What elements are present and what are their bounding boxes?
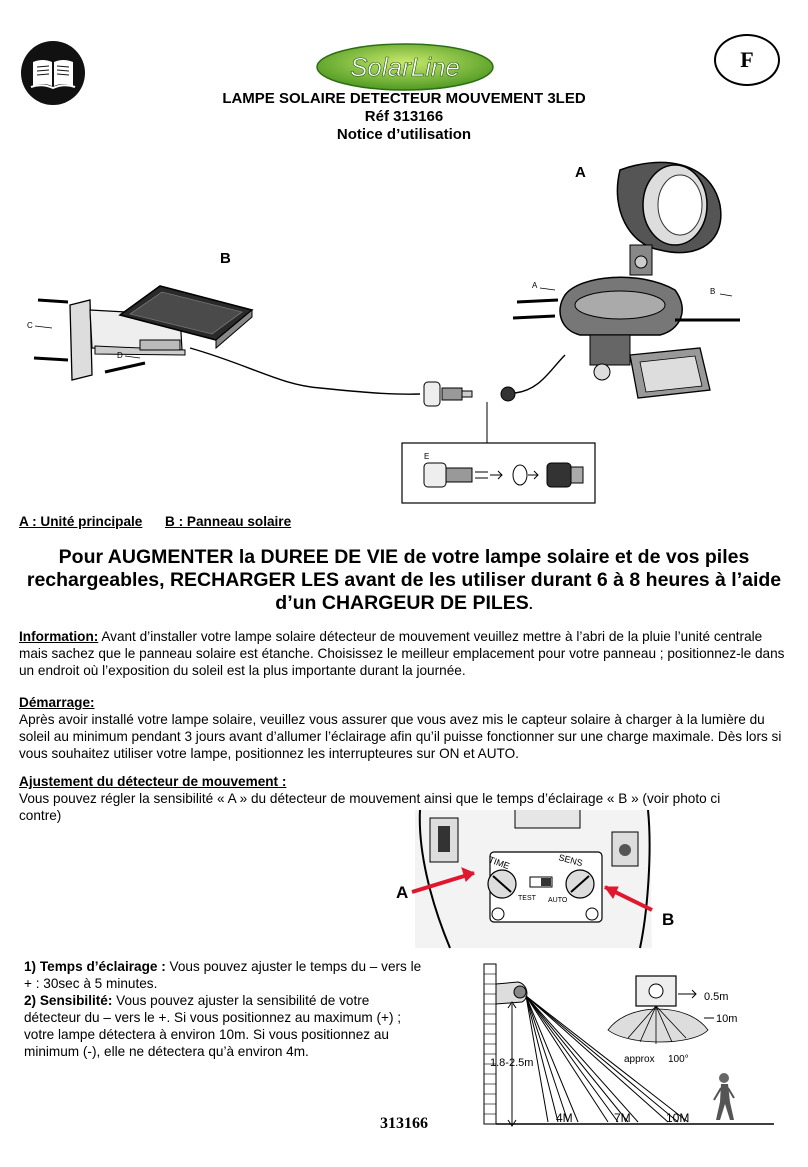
range-10m: 10M <box>666 1111 689 1125</box>
range-7m: 7M <box>614 1111 631 1125</box>
information-body: Avant d’installer votre lampe solaire dé… <box>19 629 785 678</box>
label-b-small: B <box>710 287 715 296</box>
adjustment-diagram: TIME SENS TEST AUTO <box>390 809 690 950</box>
ajustement-section: Ajustement du détecteur de mouvement : V… <box>19 773 794 824</box>
sensibilite-body: Vous pouvez ajuster la sensibilité de vo… <box>24 993 402 1059</box>
label-d: D <box>117 351 123 360</box>
label-solar-panel: B <box>220 250 231 267</box>
footer-reference: 313166 <box>380 1115 428 1132</box>
solar-panel <box>118 285 254 350</box>
language-badge-text: F <box>740 47 754 72</box>
information-section: Information: Avant d’installer votre lam… <box>19 628 794 679</box>
ajustement-body: Vous pouvez régler la sensibilité « A » … <box>19 791 721 823</box>
language-badge: F <box>714 34 780 86</box>
solar-panel-bracket <box>69 299 186 381</box>
information-heading: Information: <box>19 629 99 644</box>
battery-warning: Pour AUGMENTER la DUREE DE VIE de votre … <box>14 546 794 616</box>
battery-warning-period: . <box>528 596 533 612</box>
doc-reference: Réf 313166 <box>364 108 444 125</box>
sensibilite-heading: 2) Sensibilité: <box>24 993 113 1008</box>
label-e: E <box>424 452 429 461</box>
top-view-angle: 100° <box>668 1054 689 1065</box>
test-label: TEST <box>518 895 537 902</box>
arrow-a-label: A <box>396 883 409 902</box>
top-view-10m: 10m <box>716 1013 737 1025</box>
temps-heading: 1) Temps d’éclairage : <box>24 959 166 974</box>
logo-text: SolarLine <box>350 52 460 82</box>
product-diagram: A B C D <box>20 150 790 510</box>
demarrage-heading: Démarrage: <box>19 695 95 710</box>
demarrage-body: Après avoir installé votre lampe solaire… <box>19 712 782 761</box>
legend-main-unit: A : Unité principale <box>19 514 143 529</box>
label-c: C <box>27 321 33 330</box>
mount-height: 1.8-2.5m <box>490 1057 533 1069</box>
temps-body: Vous pouvez ajuster le temps du – vers l… <box>24 959 422 991</box>
legend-solar-panel: B : Panneau solaire <box>165 514 292 529</box>
screws-panel <box>33 298 146 374</box>
main-unit <box>559 161 722 399</box>
solarline-logo: SolarLine <box>315 42 495 92</box>
top-view-approx: approx <box>624 1054 655 1065</box>
sensibilite-section: 2) Sensibilité: Vous pouvez ajuster la s… <box>24 992 429 1060</box>
label-main-unit: A <box>575 164 586 181</box>
battery-warning-text: Pour AUGMENTER la DUREE DE VIE de votre … <box>26 546 782 614</box>
top-view-05m: 0.5m <box>704 991 728 1003</box>
screws-unit <box>512 298 740 322</box>
label-a-small: A <box>532 281 538 290</box>
person-icon <box>713 1073 735 1120</box>
arrow-b-label: B <box>662 910 675 929</box>
auto-label: AUTO <box>548 897 568 904</box>
temps-section: 1) Temps d’éclairage : Vous pouvez ajust… <box>24 958 429 992</box>
doc-title: LAMPE SOLAIRE DETECTEUR MOUVEMENT 3LED <box>222 90 586 107</box>
demarrage-section: Démarrage: Après avoir installé votre la… <box>19 694 794 762</box>
book-icon <box>20 40 86 106</box>
detection-range-diagram: 1.8-2.5m 4M 7M 10M 0.5m <box>478 962 778 1132</box>
doc-subtitle: Notice d’utilisation <box>336 126 472 143</box>
range-4m: 4M <box>556 1111 573 1125</box>
ajustement-heading: Ajustement du détecteur de mouvement : <box>19 774 287 789</box>
